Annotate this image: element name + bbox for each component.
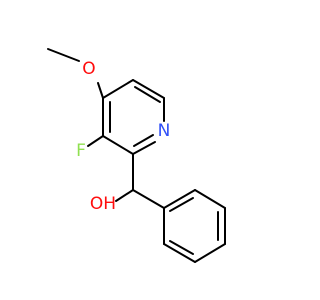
bond-c2-c3 (102, 135, 134, 155)
atom-label-methoxy-oxygen: O (82, 59, 95, 79)
bond-n-c2-inner (133, 134, 154, 147)
atom-label-fluorine: F (76, 141, 86, 161)
bond-oxygen-c4 (97, 82, 104, 99)
bond-phenyl-1-inner (169, 197, 194, 212)
bond-phenyl-5 (163, 243, 196, 263)
bond-c5-c6 (132, 79, 165, 99)
bond-phenyl-1 (163, 189, 196, 209)
structure-canvas: O F N OH (47, 48, 226, 263)
bond-n-c2 (132, 141, 156, 155)
bond-phenyl-5-inner (169, 240, 194, 255)
bond-c3-fluorine (87, 135, 104, 147)
bond-carbinol-hydroxyl (115, 189, 134, 202)
bond-c4-c5 (102, 79, 134, 99)
bond-c5-c6-inner (134, 86, 161, 103)
atom-label-nitrogen: N (158, 121, 171, 141)
bond-phenyl-2 (194, 189, 226, 209)
bond-methyl-oxygen (47, 48, 80, 62)
bond-carbinol-phenyl (132, 189, 165, 209)
bond-phenyl-4 (194, 243, 226, 263)
molecule-diagram: O F N OH (47, 48, 226, 263)
atom-label-hydroxyl: OH (90, 194, 116, 214)
